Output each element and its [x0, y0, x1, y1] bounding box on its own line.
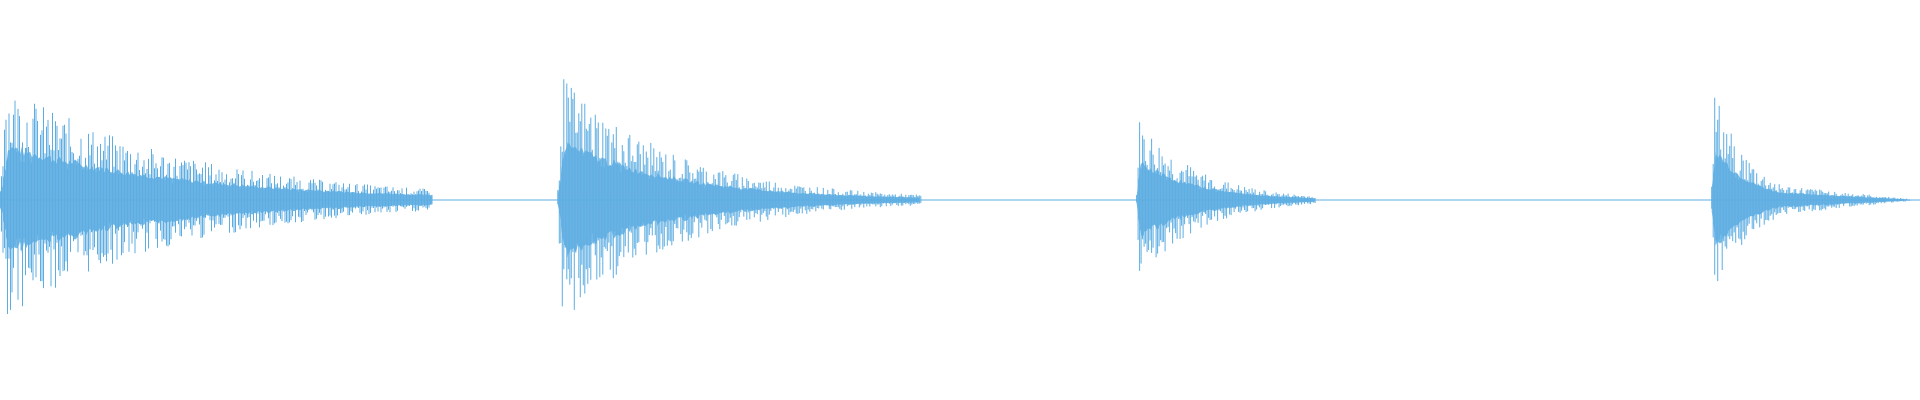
waveform-spikes [0, 79, 1920, 314]
